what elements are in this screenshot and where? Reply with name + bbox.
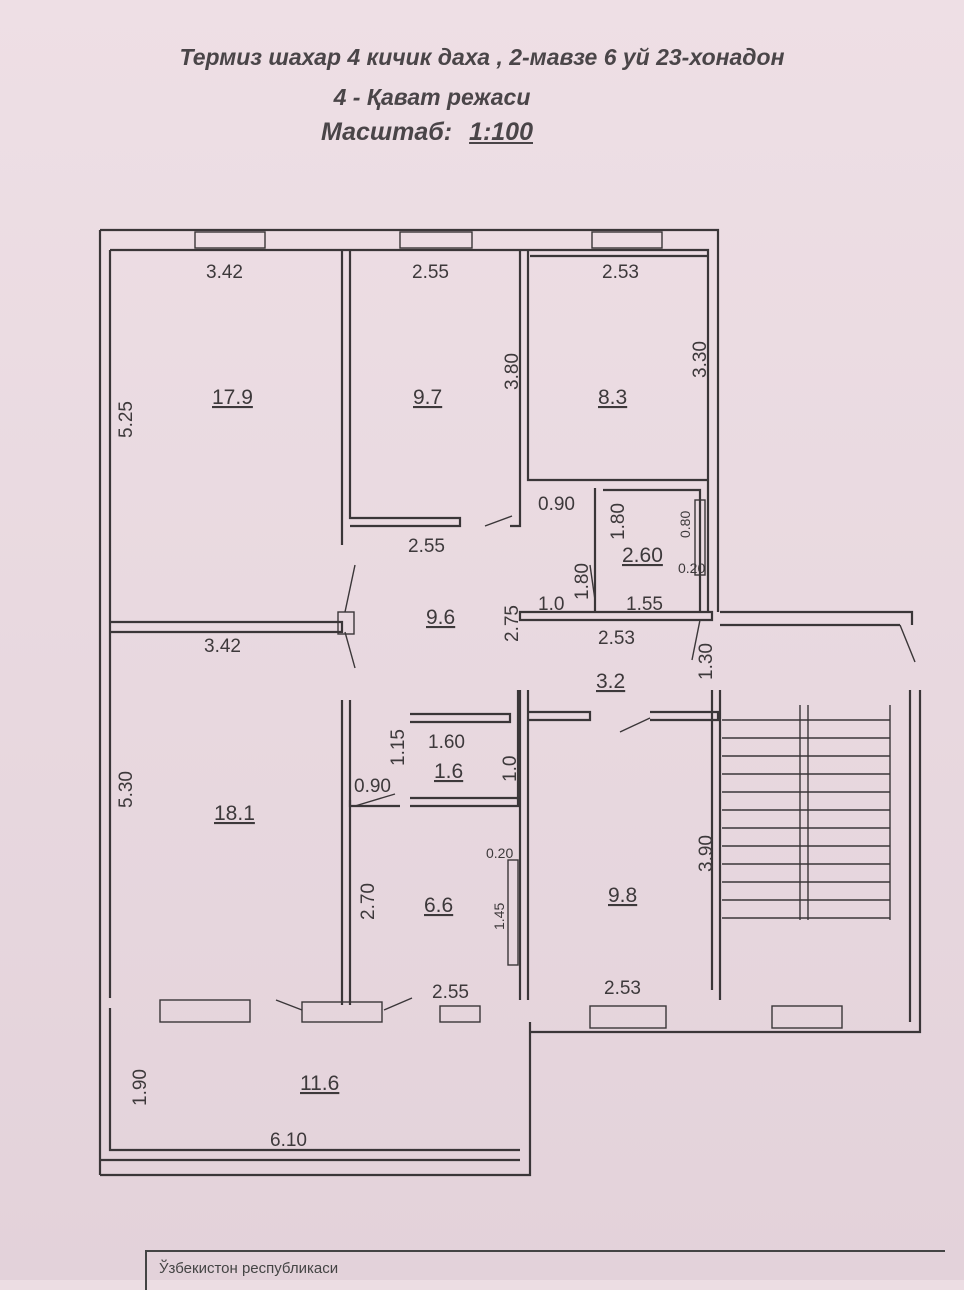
room-area: 8.3 [598,386,627,409]
dimension-label: 1.15 [388,729,409,766]
room-area: 17.9 [212,386,253,409]
room-area: 18.1 [214,802,255,825]
floor-title: 4 - Қават режаси [333,84,531,110]
room-area: 6.6 [424,894,453,917]
windows [159,231,843,1029]
room-area: 1.6 [434,760,463,783]
door-swings [275,515,916,1011]
room-area: 2.60 [622,544,663,567]
dimension-label: 2.55 [408,536,445,557]
dimension-label: 1.55 [626,594,663,615]
scale-value: 1:100 [469,118,533,146]
dimension-label: 1.45 [491,903,507,930]
outer-walls [98,228,922,1177]
dimension-label: 0.20 [678,560,705,576]
dimension-label: 2.70 [358,883,379,920]
dimension-label: 1.30 [696,643,717,680]
dimension-label: 5.25 [116,401,137,438]
dimension-label: 3.80 [502,353,523,390]
room-area: 3.2 [596,670,625,693]
dimension-label: 2.75 [502,605,523,642]
dimension-label: 3.30 [690,341,711,378]
room-area: 11.6 [300,1072,339,1095]
dimension-label: 3.42 [204,636,241,657]
dimension-label: 5.30 [116,771,137,808]
dimension-label: 0.80 [677,511,693,538]
dimension-label: 2.53 [602,262,639,283]
dimension-label: 1.80 [608,503,629,540]
dimension-label: 2.55 [412,262,449,283]
inner-walls [110,250,722,1023]
scale-line: Масштаб: 1:100 [0,118,914,147]
footer-stamp: Ўзбекистон республикаси [145,1250,945,1290]
scale-label: Масштаб: [320,118,453,146]
dimension-label: 0.90 [538,494,575,515]
dimension-label: 0.90 [354,776,391,797]
dimension-label: 3.42 [206,262,243,283]
room-area: 9.7 [413,386,442,409]
dimension-label: 2.53 [604,978,641,999]
dimension-label: 6.10 [270,1130,307,1151]
dimension-label: 1.90 [130,1069,151,1106]
address-title: Термиз шахар 4 кичик даха , 2-мавзе 6 уй… [179,44,785,70]
dimension-label: 1.60 [428,732,465,753]
room-area: 9.6 [426,606,455,629]
dimension-label: 1.0 [500,756,521,782]
dimension-label: 1.80 [572,563,593,600]
stairs [722,705,891,920]
dimension-label: 3.90 [696,835,717,872]
dimension-label: 1.0 [538,594,564,615]
room-area: 9.8 [608,884,637,907]
dimension-label: 0.20 [486,845,513,861]
dimension-label: 2.53 [598,628,635,649]
dimension-label: 2.55 [432,982,469,1003]
